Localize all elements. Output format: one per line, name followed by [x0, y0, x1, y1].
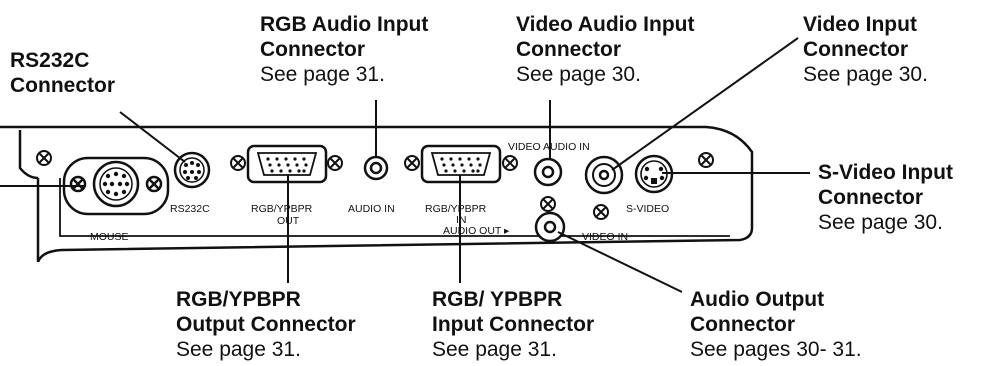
panel-label-svideo: S-VIDEO [626, 203, 669, 215]
callout-audio-out: Audio Output Connector See pages 30- 31. [690, 287, 862, 362]
leader-line-audio-out [557, 231, 683, 293]
screw-icon [502, 155, 518, 171]
callout-title: RGB/YPBPR [176, 288, 301, 311]
panel-label-video-in: VIDEO IN [582, 231, 628, 243]
leader-line-rs232c [119, 111, 186, 163]
callout-subtitle: Connector [10, 74, 115, 97]
panel-label-video-audio-in: VIDEO AUDIO IN [508, 141, 590, 153]
screw-icon [145, 175, 163, 193]
callout-title: Audio Output [690, 288, 825, 311]
callout-subtitle: Connector [803, 38, 908, 61]
callout-page-ref: See page 31. [176, 338, 301, 361]
callout-title: Video Input [803, 13, 917, 36]
callout-page-ref: See page 31. [432, 338, 557, 361]
callout-video-audio-in: Video Audio Input Connector See page 30. [516, 12, 694, 87]
svideo-connector [634, 154, 674, 194]
video-audio-in-jack [533, 157, 563, 187]
screw-icon [69, 175, 87, 193]
callout-page-ref: See page 30. [516, 63, 641, 86]
callout-rgb-audio-in: RGB Audio Input Connector See page 31. [260, 12, 428, 87]
panel-label-rs232c: RS232C [170, 203, 210, 215]
callout-subtitle: Connector [690, 313, 795, 336]
panel-label-rgb-in: RGB/YPBPR [425, 203, 487, 215]
callout-page-ref: See page 31. [260, 63, 385, 86]
callout-page-ref: See pages 30- 31. [690, 338, 862, 361]
callout-title: S-Video Input [818, 161, 953, 184]
screw-icon [36, 150, 52, 166]
screw-icon [404, 155, 420, 171]
screw-icon [698, 152, 714, 168]
rs232c-connector [173, 151, 211, 189]
panel-label-in: IN [456, 214, 467, 226]
rgb-out-connector [246, 144, 328, 184]
audio-out-jack [534, 211, 566, 243]
screw-icon [540, 196, 556, 212]
callout-page-ref: See page 30. [803, 63, 928, 86]
panel-label-audio-out: AUDIO OUT ▸ [443, 225, 510, 237]
panel-outline [0, 125, 754, 263]
video-in-jack [584, 155, 624, 195]
callout-title: Video Audio Input [516, 13, 695, 36]
panel-label-rgb-out: RGB/YPBPR [251, 203, 313, 215]
audio-in-jack [363, 155, 389, 181]
mouse-connector [62, 156, 170, 216]
callout-rgb-in: RGB/ YPBPR Input Connector See page 31. [432, 287, 594, 362]
callout-subtitle: Output Connector [176, 313, 356, 336]
callout-rgb-out: RGB/YPBPR Output Connector See page 31. [176, 287, 356, 362]
screw-icon [230, 155, 246, 171]
callout-subtitle: Connector [818, 186, 923, 209]
screw-icon [327, 155, 343, 171]
callout-subtitle: Connector [516, 38, 621, 61]
callout-rs232c: RS232C Connector [10, 48, 115, 98]
callout-video-in: Video Input Connector See page 30. [803, 12, 928, 87]
leader-line-video-in [611, 37, 799, 171]
panel-label-audio-in: AUDIO IN [348, 203, 395, 215]
screw-icon [593, 204, 609, 220]
callout-subtitle: Input Connector [432, 313, 595, 336]
callout-svideo-in: S-Video Input Connector See page 30. [818, 160, 953, 235]
callout-title: RS232C [10, 49, 90, 72]
callout-subtitle: Connector [260, 38, 365, 61]
panel-label-mouse: MOUSE [90, 231, 129, 243]
callout-title: RGB Audio Input [260, 13, 429, 36]
callout-title: RGB/ YPBPR [432, 288, 563, 311]
callout-page-ref: See page 30. [818, 211, 943, 234]
